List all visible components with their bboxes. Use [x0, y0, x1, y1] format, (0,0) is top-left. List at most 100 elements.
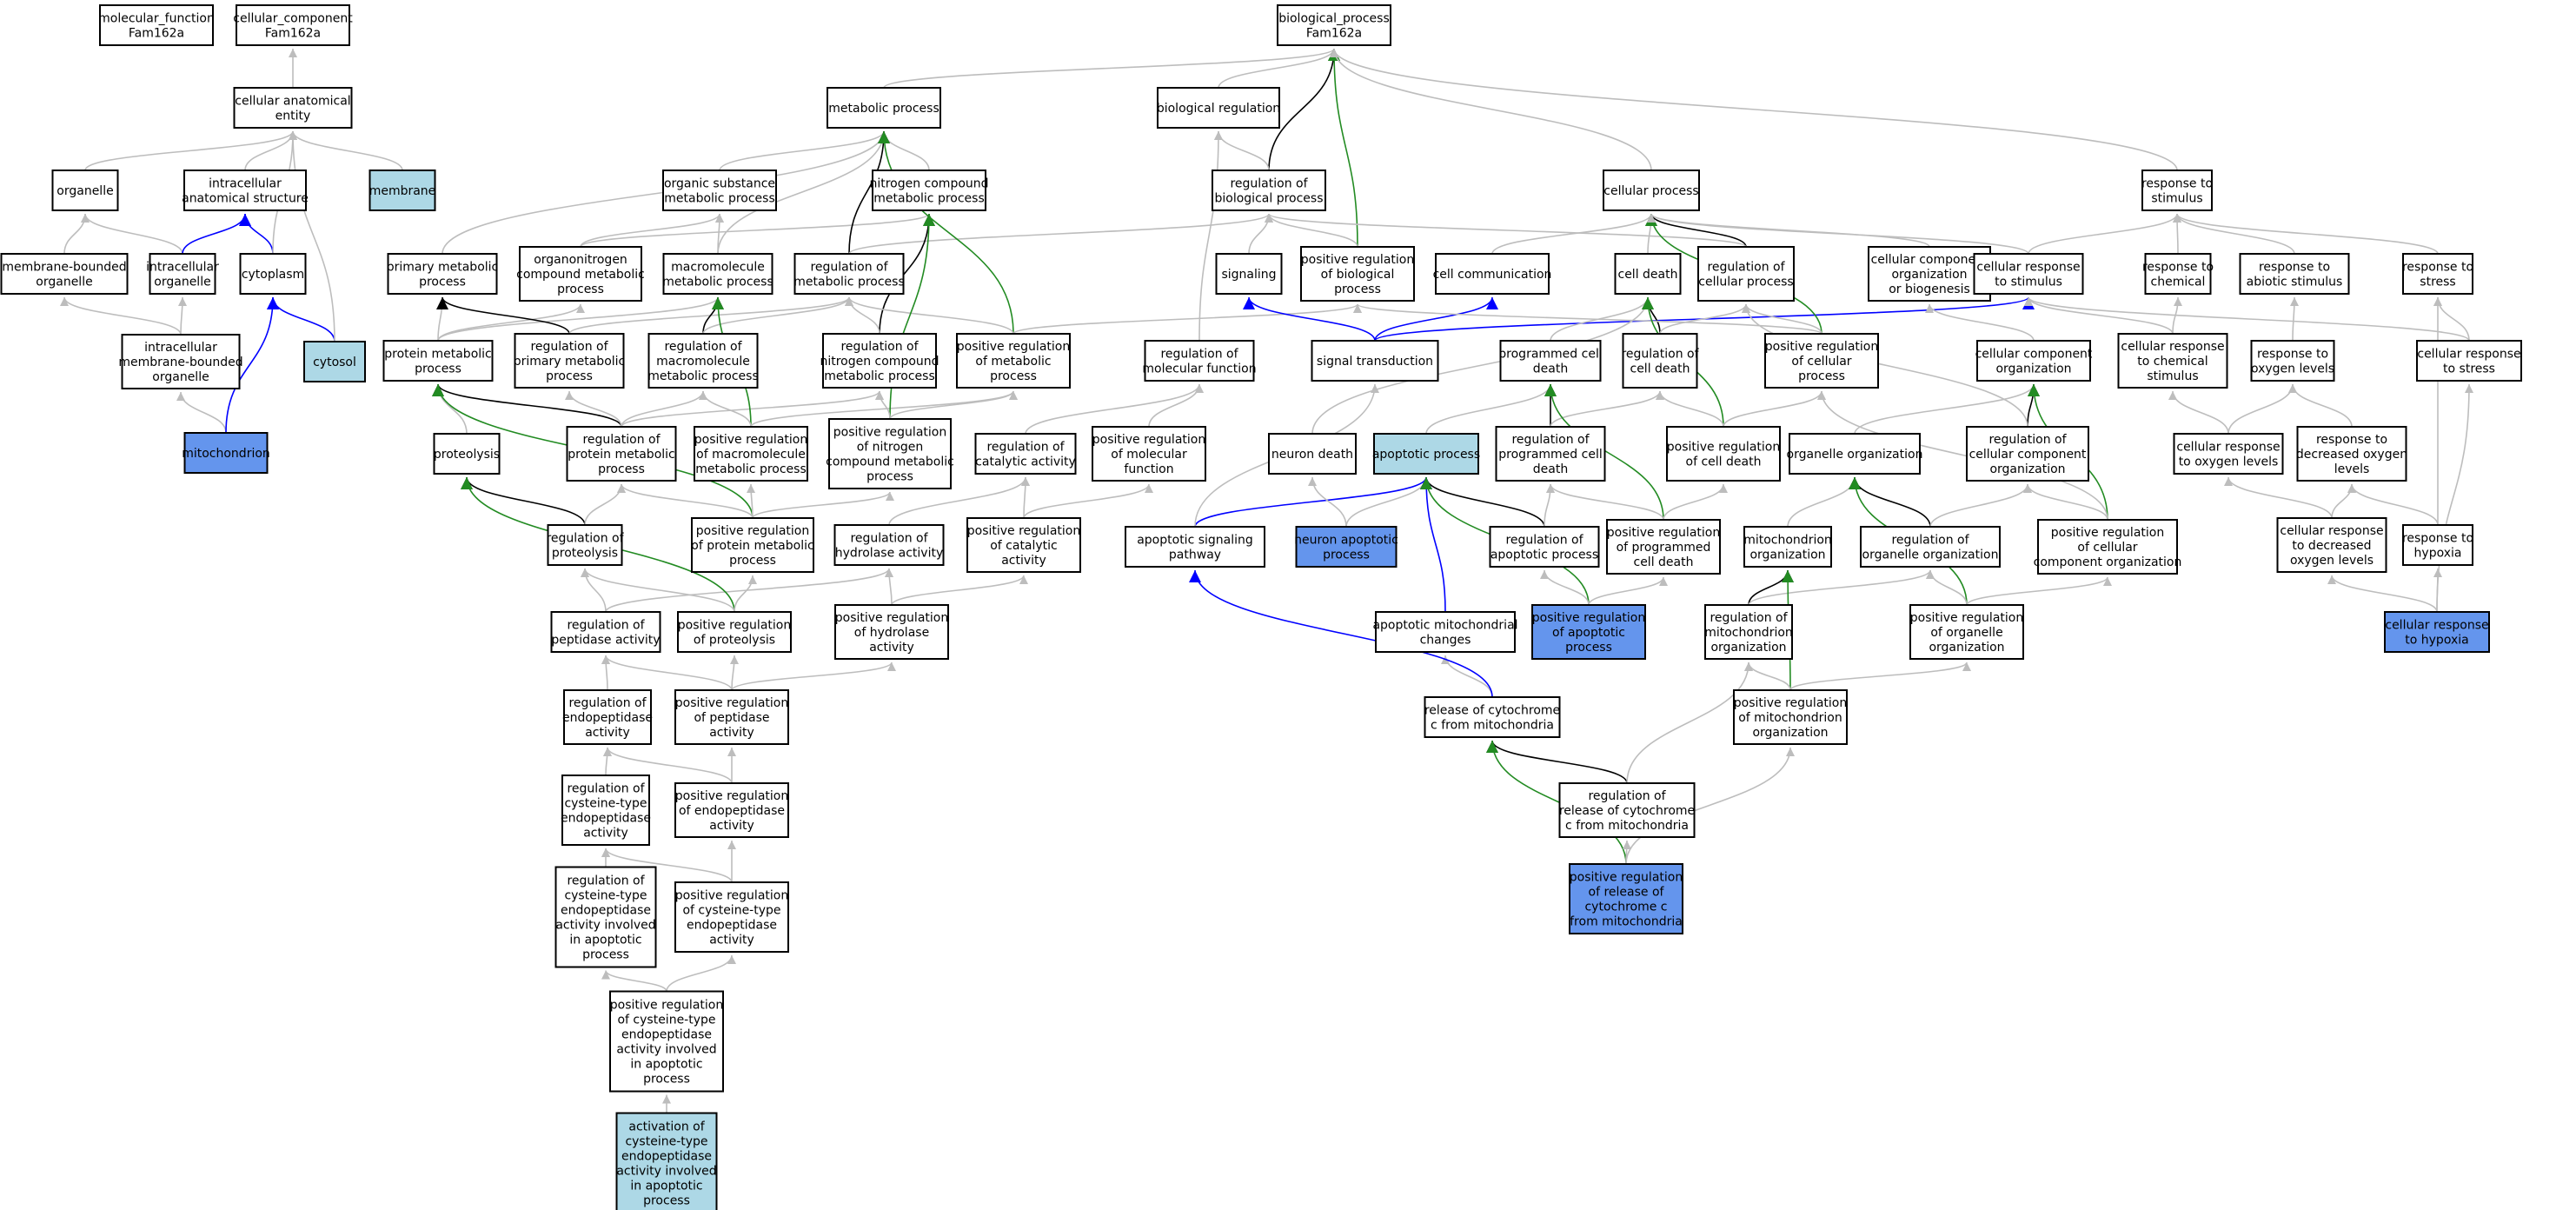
term-node-breg[interactable]: biological regulation	[1157, 87, 1280, 129]
term-node-metab[interactable]: metabolic process	[827, 87, 941, 129]
term-node-cytosol[interactable]: cytosol	[303, 341, 366, 382]
term-node-org[interactable]: organelle	[51, 170, 119, 211]
term-node-apop[interactable]: apoptotic process	[1372, 433, 1480, 475]
term-node-oo[interactable]: organelle organization	[1787, 433, 1923, 475]
term-node-actea[interactable]: activation ofcysteine-typeendopeptidasea…	[615, 1112, 718, 1210]
term-node-mem[interactable]: membrane	[368, 170, 436, 211]
term-node-proteol[interactable]: proteolysis	[433, 433, 501, 475]
term-label-line: in apoptotic	[569, 934, 641, 947]
term-node-celldeath[interactable]: cell death	[1614, 253, 1682, 295]
term-node-mito[interactable]: mitochondrion	[182, 432, 270, 474]
term-node-rcteaia[interactable]: regulation ofcysteine-typeendopeptidasea…	[554, 866, 657, 968]
edge-is-a-rcd-to-rcp	[1659, 303, 1750, 335]
term-label-line: organization	[1749, 548, 1825, 562]
term-box	[1157, 87, 1280, 129]
edge-regulates-rbp-to-bp	[1268, 48, 1340, 171]
term-node-cyt[interactable]: cytoplasm	[239, 253, 307, 295]
term-node-celproc[interactable]: cellular process	[1603, 170, 1700, 211]
term-node-signaling[interactable]: signaling	[1215, 253, 1283, 295]
term-node-neurondeath[interactable]: neuron death	[1268, 433, 1357, 475]
term-node-rctea[interactable]: regulation ofcysteine-typeendopeptidasea…	[561, 775, 651, 846]
term-node-cellcomm[interactable]: cell communication	[1433, 253, 1552, 295]
term-node-sigtrans[interactable]: signal transduction	[1311, 340, 1439, 382]
